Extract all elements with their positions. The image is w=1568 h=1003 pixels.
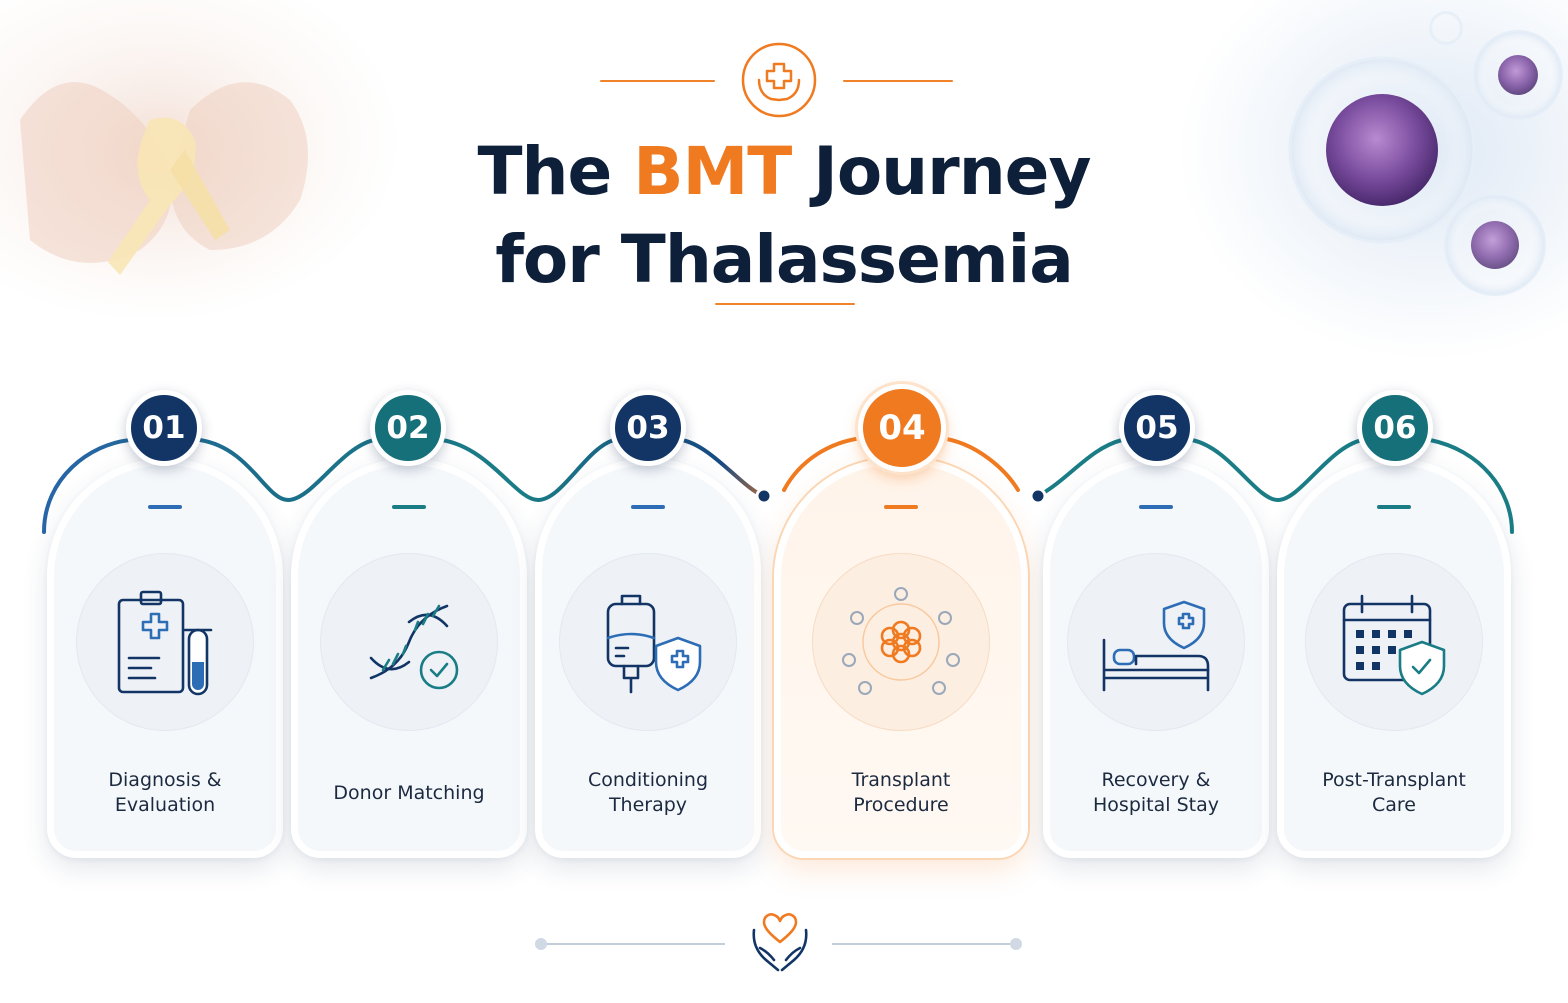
step-card-6[interactable]: Post-Transplant Care <box>1277 458 1511 858</box>
cells-icon <box>1288 11 1563 296</box>
step-badge-2: 02 <box>370 390 446 466</box>
icon-circle <box>812 553 990 731</box>
step-dash <box>148 505 182 509</box>
step-card-3[interactable]: Conditioning Therapy <box>535 458 761 858</box>
header-line-left <box>600 80 715 82</box>
heart-hands-icon <box>752 913 808 972</box>
hospital-bed-shield-icon <box>1102 600 1210 692</box>
step-dash <box>392 505 426 509</box>
icon-circle <box>1067 553 1245 731</box>
icon-circle <box>559 553 737 731</box>
step-label: Donor Matching <box>333 781 485 804</box>
step-label: Transplant Procedure <box>851 769 951 816</box>
step-badge-4: 04 <box>858 384 946 472</box>
step-card-5[interactable]: Recovery & Hospital Stay <box>1043 458 1269 858</box>
step-dash <box>1139 505 1173 509</box>
footer-dot-right <box>1010 938 1022 950</box>
step-label: Recovery & Hospital Stay <box>1093 769 1219 816</box>
iv-bag-shield-icon <box>606 594 702 694</box>
step-badge-3: 03 <box>610 390 686 466</box>
title-line-2: for Thalassemia <box>495 221 1074 298</box>
step-label: Diagnosis & Evaluation <box>108 769 222 816</box>
stem-cells-icon <box>842 587 960 695</box>
footer-line-right <box>832 943 1012 945</box>
footer-dot-left <box>535 938 547 950</box>
icon-circle <box>76 553 254 731</box>
title-underline <box>715 303 855 305</box>
step-dash <box>884 505 918 509</box>
step-label: Post-Transplant Care <box>1322 769 1466 816</box>
step-dash <box>631 505 665 509</box>
hands-ribbon-icon <box>0 30 330 310</box>
step-card-1[interactable]: Diagnosis & Evaluation <box>47 458 283 858</box>
icon-circle <box>1305 553 1483 731</box>
medical-care-hands-icon <box>741 42 817 118</box>
dna-check-icon <box>369 604 459 690</box>
step-dash <box>1377 505 1411 509</box>
page-title: The BMT Journey for Thalassemia <box>384 128 1184 304</box>
header-line-right <box>843 80 953 82</box>
title-part-2: Journey <box>791 133 1091 210</box>
title-accent: BMT <box>633 133 792 210</box>
calendar-shield-icon <box>1342 594 1446 696</box>
footer-line-left <box>547 943 725 945</box>
clipboard-test-tube-icon <box>117 590 213 696</box>
title-part-1: The <box>477 133 634 210</box>
step-badge-6: 06 <box>1357 390 1433 466</box>
icon-circle <box>320 553 498 731</box>
step-card-4[interactable]: Transplant Procedure <box>774 458 1028 858</box>
step-badge-1: 01 <box>126 390 202 466</box>
step-label: Conditioning Therapy <box>587 769 709 816</box>
step-badge-5: 05 <box>1119 390 1195 466</box>
step-card-2[interactable]: Donor Matching <box>291 458 527 858</box>
